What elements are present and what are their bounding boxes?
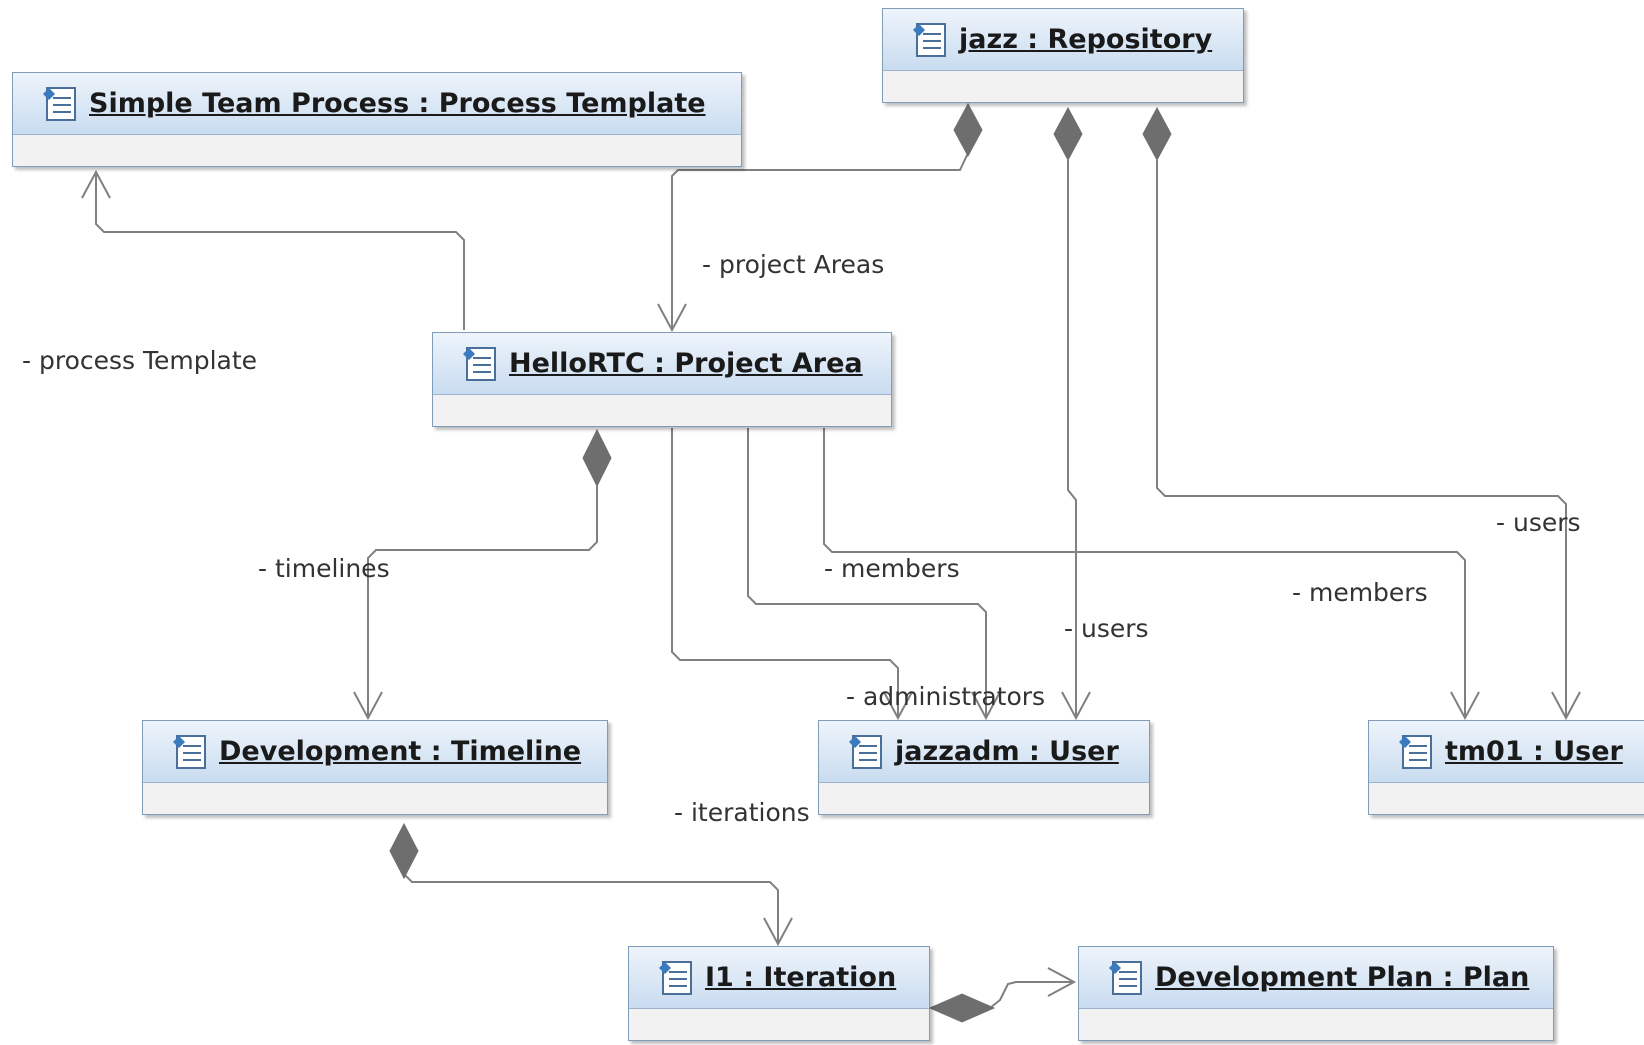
connector-repo-users-jazzadm[interactable] <box>1067 160 1077 718</box>
object-name: jazz : Repository <box>959 24 1213 55</box>
object-name: I1 : Iteration <box>705 962 897 993</box>
label-administrators: - administrators <box>846 682 1046 711</box>
object-compartment <box>629 1009 929 1037</box>
arrowhead-repo-users-jazzadm <box>1061 691 1091 721</box>
uml-instance-icon <box>43 86 76 121</box>
arrowhead-administrators <box>883 691 913 721</box>
object-header: I1 : Iteration <box>629 947 929 1009</box>
connector-members-tm01[interactable] <box>823 428 1466 718</box>
object-name: tm01 : User <box>1445 736 1623 767</box>
composition-diamond-iteration-plan <box>928 993 996 1023</box>
object-header: tm01 : User <box>1369 721 1644 783</box>
uml-instance-icon <box>173 734 206 769</box>
connector-repo-users-tm01[interactable] <box>1156 160 1567 718</box>
object-project-area[interactable]: HelloRTC : Project Area <box>432 332 892 427</box>
object-header: Development : Timeline <box>143 721 607 783</box>
object-process-template[interactable]: Simple Team Process : Process Template <box>12 72 742 167</box>
label-members-jazzadm: - members <box>824 554 960 583</box>
label-process-template: - process Template <box>22 346 258 375</box>
arrowhead-repo-users-tm01 <box>1551 691 1581 721</box>
label-users-jazzadm: - users <box>1064 614 1149 643</box>
object-compartment <box>883 71 1243 99</box>
object-header: jazz : Repository <box>883 9 1243 71</box>
object-header: jazzadm : User <box>819 721 1149 783</box>
composition-diamond-repo-users-2 <box>1142 106 1172 162</box>
label-iterations: - iterations <box>674 798 810 827</box>
object-timeline[interactable]: Development : Timeline <box>142 720 608 815</box>
object-jazzadm-user[interactable]: jazzadm : User <box>818 720 1150 815</box>
connector-timelines[interactable] <box>367 486 598 718</box>
object-compartment <box>433 395 891 423</box>
connector-process-template[interactable] <box>95 172 465 330</box>
arrowhead-members-jazzadm <box>971 691 1001 721</box>
object-repository[interactable]: jazz : Repository <box>882 8 1244 103</box>
object-compartment <box>819 783 1149 811</box>
object-tm01-user[interactable]: tm01 : User <box>1368 720 1644 815</box>
uml-instance-icon <box>659 960 692 995</box>
object-name: Simple Team Process : Process Template <box>89 88 706 119</box>
object-iteration[interactable]: I1 : Iteration <box>628 946 930 1041</box>
connector-administrators[interactable] <box>671 428 899 718</box>
object-compartment <box>1079 1009 1553 1037</box>
object-compartment <box>143 783 607 811</box>
arrowhead-plan <box>1047 967 1077 997</box>
uml-instance-icon <box>1109 960 1142 995</box>
composition-diamond-timeline-iterations <box>389 822 419 880</box>
arrowhead-iterations <box>763 917 793 947</box>
label-members-tm01: - members <box>1292 578 1428 607</box>
object-name: Development : Timeline <box>219 736 582 767</box>
uml-instance-icon <box>463 346 496 381</box>
object-name: HelloRTC : Project Area <box>509 348 863 379</box>
object-name: jazzadm : User <box>895 736 1119 767</box>
connector-iterations[interactable] <box>403 871 779 944</box>
object-header: HelloRTC : Project Area <box>433 333 891 395</box>
object-compartment <box>13 135 741 163</box>
object-compartment <box>1369 783 1644 811</box>
composition-diamond-repo-users-1 <box>1053 106 1083 162</box>
label-project-areas: - project Areas <box>702 250 885 279</box>
object-header: Development Plan : Plan <box>1079 947 1553 1009</box>
object-name: Development Plan : Plan <box>1155 962 1530 993</box>
uml-instance-icon <box>1399 734 1432 769</box>
composition-diamond-repo-project <box>953 102 983 158</box>
arrowhead-timelines <box>353 691 383 721</box>
connector-plan[interactable] <box>989 981 1074 1009</box>
object-header: Simple Team Process : Process Template <box>13 73 741 135</box>
object-plan[interactable]: Development Plan : Plan <box>1078 946 1554 1041</box>
uml-instance-icon <box>913 22 946 57</box>
arrowhead-process-template <box>81 169 111 199</box>
label-timelines: - timelines <box>258 554 390 583</box>
label-users-tm01: - users <box>1496 508 1581 537</box>
connector-members-jazzadm[interactable] <box>747 428 987 718</box>
arrowhead-members-tm01 <box>1450 691 1480 721</box>
arrowhead-project-areas <box>657 303 687 333</box>
connector-project-areas[interactable] <box>671 152 969 330</box>
composition-diamond-project-timelines <box>582 428 612 488</box>
uml-instance-icon <box>849 734 882 769</box>
